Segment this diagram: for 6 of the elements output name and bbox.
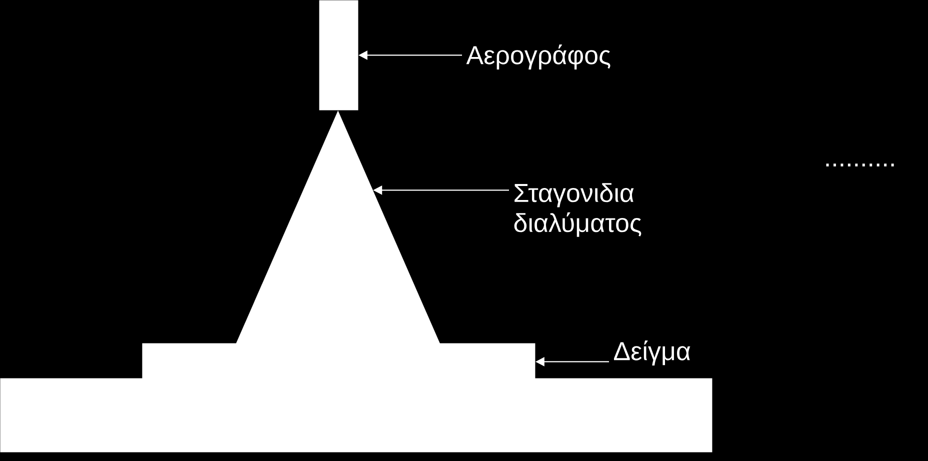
label-text: Αερογράφος — [466, 44, 610, 70]
airbrush-body — [319, 0, 358, 110]
sample-plate — [142, 343, 536, 380]
ellipsis-text: .......... — [826, 164, 894, 166]
label-text: Δείγμα — [614, 340, 690, 366]
label-text: Σταγονιδια διαλύματος — [514, 183, 642, 237]
